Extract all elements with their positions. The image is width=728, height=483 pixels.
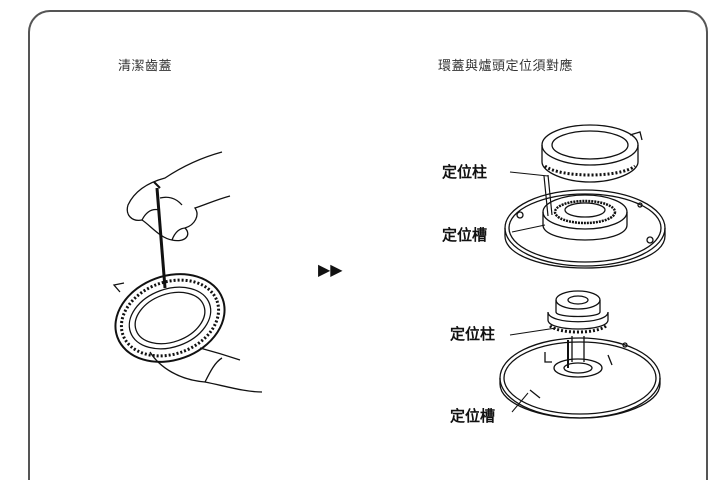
cleaning-illustration [112, 151, 263, 393]
bottom-assembly [499, 290, 661, 419]
next-arrow-icon: ▶▶ [318, 260, 343, 279]
left-caption: 清潔齒蓋 [118, 59, 173, 74]
top-post-label: 定位柱 [442, 163, 488, 181]
bottom-post-label: 定位柱 [450, 325, 496, 343]
top-assembly [504, 124, 666, 269]
bottom-slot-label: 定位槽 [450, 407, 496, 425]
instruction-panel [28, 10, 708, 480]
top-slot-label: 定位槽 [442, 226, 488, 244]
right-caption: 環蓋與爐頭定位須對應 [438, 59, 574, 74]
